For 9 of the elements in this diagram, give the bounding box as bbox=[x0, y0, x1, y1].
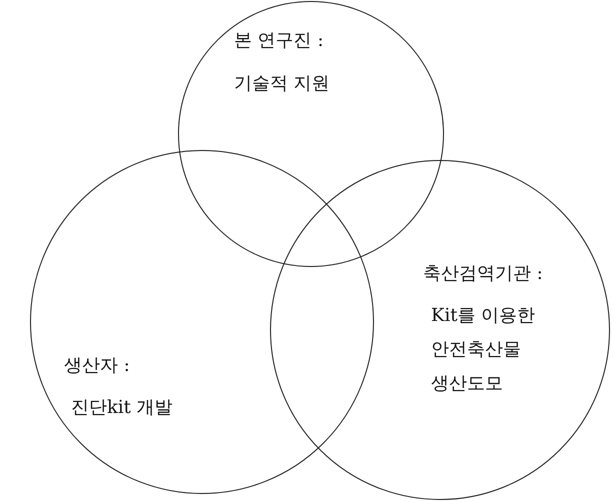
venn-circle bbox=[30, 150, 374, 494]
body-text: 기술적 지원 bbox=[234, 72, 330, 96]
heading-text: 생산자 : bbox=[64, 354, 130, 378]
body-text: 진단kit 개발 bbox=[71, 396, 173, 420]
body-text: Kit를 이용한 안전축산물 생산도모 bbox=[431, 304, 536, 396]
heading-text: 본 연구진 : bbox=[234, 29, 324, 53]
venn-circle bbox=[178, 1, 444, 267]
heading-text: 축산검역기관 : bbox=[423, 262, 543, 286]
venn-circle bbox=[270, 160, 610, 500]
